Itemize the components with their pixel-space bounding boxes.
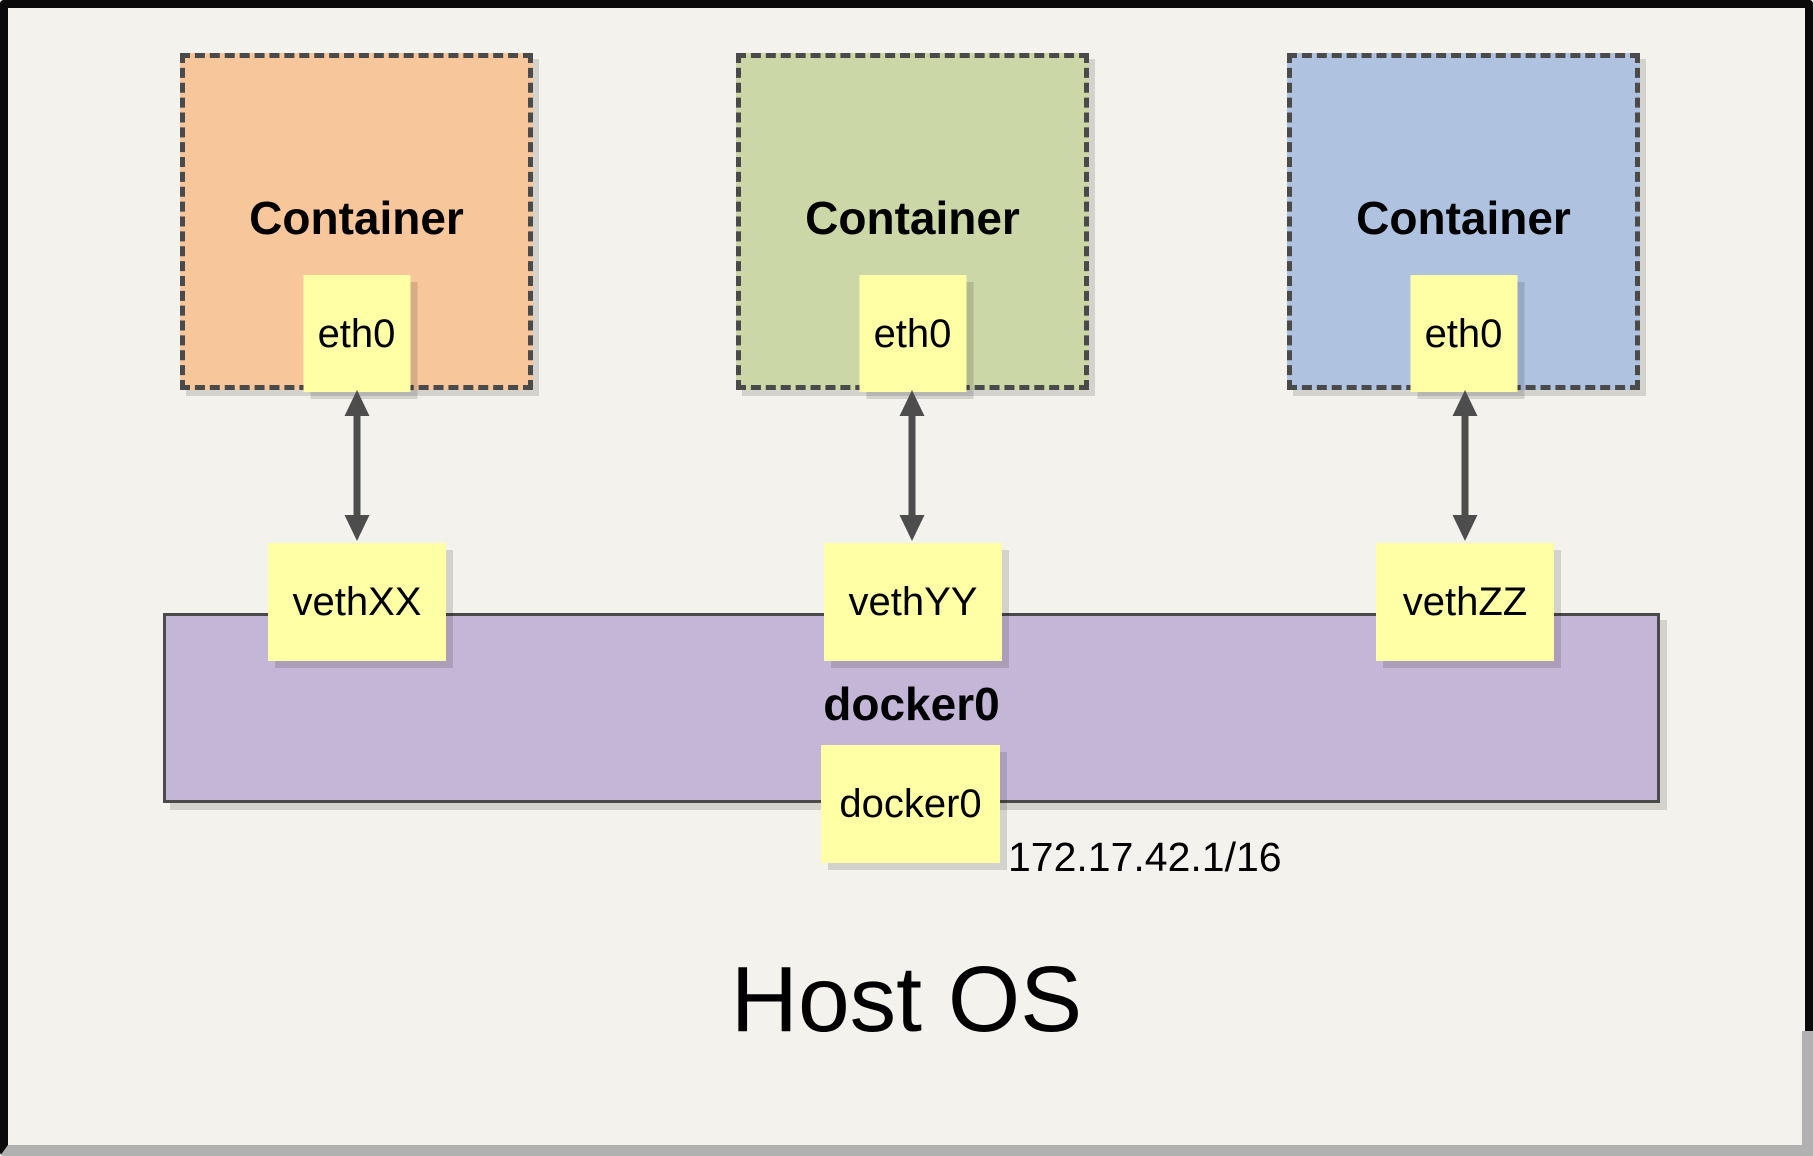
veth-box-2: vethYY (824, 543, 1002, 661)
double-arrow-icon-3 (1452, 390, 1478, 541)
veth-box-3: vethZZ (1376, 543, 1554, 661)
eth0-box-3: eth0 (1410, 275, 1517, 392)
container-box-1: Container eth0 (180, 53, 533, 392)
bridge-interface-box: docker0 (821, 745, 1000, 863)
eth0-label-3: eth0 (1424, 311, 1503, 356)
container-box-2: Container eth0 (736, 53, 1089, 392)
eth0-box-2: eth0 (859, 275, 966, 392)
container-label-2: Container (805, 192, 1020, 244)
eth0-box-1: eth0 (303, 275, 410, 392)
container-label-1: Container (249, 192, 464, 244)
double-arrow-icon-2 (899, 390, 925, 541)
frame-shadow (1802, 1031, 1813, 1156)
veth-label-2: vethYY (848, 580, 978, 624)
veth-label-1: vethXX (292, 580, 422, 624)
eth0-label-2: eth0 (873, 311, 952, 356)
veth-box-1: vethXX (268, 543, 446, 661)
bridge-name-label: docker0 (823, 678, 1000, 730)
double-arrow-icon-1 (344, 390, 370, 541)
container-box-3: Container eth0 (1287, 53, 1640, 392)
veth-label-3: vethZZ (1402, 580, 1528, 624)
bridge-interface-label: docker0 (839, 782, 982, 826)
host-os-label: Host OS (730, 947, 1083, 1051)
container-label-3: Container (1356, 192, 1571, 244)
bridge-ip-label: 172.17.42.1/16 (1008, 834, 1282, 880)
eth0-label-1: eth0 (317, 311, 396, 356)
